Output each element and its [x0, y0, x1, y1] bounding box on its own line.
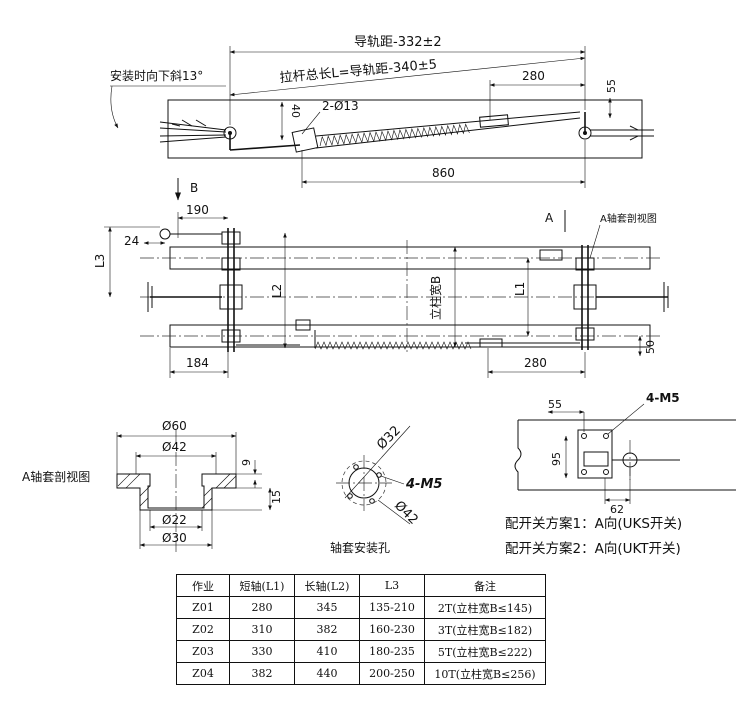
cell-l1: 382 [229, 662, 295, 685]
cell-l3: 135-210 [359, 596, 425, 619]
cell-job: Z04 [176, 662, 230, 685]
table-row: Z02 310 382 160-230 3T(立柱宽B≤182) [176, 618, 546, 641]
dim-50-front: 50 [644, 340, 657, 354]
switch-scheme-2: 配开关方案2：A向(UKT开关) [505, 541, 681, 557]
dim-40-top: 40 [289, 104, 302, 118]
dim-9: 9 [240, 459, 253, 466]
header-long-shaft: 长轴(L2) [294, 574, 360, 597]
header-short-shaft: 短轴(L1) [229, 574, 295, 597]
cell-remarks: 2T(立柱宽B≤145) [424, 596, 546, 619]
cell-l3: 180-235 [359, 640, 425, 663]
front-view: B A [93, 178, 669, 378]
dim-d42-section: Ø42 [162, 440, 187, 454]
table-header-row: 作业 短轴(L1) 长轴(L2) L3 备注 [176, 574, 546, 597]
cell-l2: 410 [294, 640, 360, 663]
rail-distance-label: 导轨距-332±2 [354, 35, 442, 50]
table-row: Z01 280 345 135-210 2T(立柱宽B≤145) [176, 596, 546, 619]
cell-l1: 330 [229, 640, 295, 663]
dim-d30: Ø30 [162, 531, 187, 545]
cell-l3: 200-250 [359, 662, 425, 685]
dim-15: 15 [270, 490, 283, 504]
dim-190: 190 [186, 203, 209, 217]
header-l3: L3 [359, 574, 425, 597]
section-title: A轴套剖视图 [22, 469, 90, 484]
header-remarks: 备注 [424, 574, 546, 597]
cell-l2: 345 [294, 596, 360, 619]
dim-l3: L3 [93, 254, 107, 268]
switch-scheme-1: 配开关方案1：A向(UKS开关) [505, 516, 683, 532]
hole-label: 2-Ø13 [322, 99, 359, 113]
cell-job: Z02 [176, 618, 230, 641]
cell-l1: 280 [229, 596, 295, 619]
cell-remarks: 5T(立柱宽B≤222) [424, 640, 546, 663]
dim-280-top: 280 [522, 69, 545, 83]
a-section-view: A轴套剖视图 Ø60 Ø42 Ø22 [22, 419, 283, 552]
incline-note: 安装时向下斜13° [110, 68, 203, 83]
dim-24: 24 [124, 234, 139, 248]
screws-m5-aview: 4-M5 [646, 391, 680, 405]
cell-l2: 440 [294, 662, 360, 685]
cell-job: Z01 [176, 596, 230, 619]
dim-280-front: 280 [524, 356, 547, 370]
spring-front [314, 341, 472, 350]
dim-95: 95 [550, 452, 563, 466]
dim-d22: Ø22 [162, 513, 187, 527]
top-view: 导轨距-332±2 拉杆总长L=导轨距-340±5 安装时向下斜13° 280 … [110, 35, 654, 188]
hole-caption: 轴套安装孔 [330, 540, 390, 555]
table-row: Z03 330 410 180-235 5T(立柱宽B≤222) [176, 640, 546, 663]
column-width-label: 立柱宽B [428, 276, 443, 320]
dim-184: 184 [186, 356, 209, 370]
dim-62: 62 [610, 503, 624, 516]
direction-b: B [190, 181, 198, 195]
hole-pattern-view: Ø32 Ø42 4-M5 轴套安装孔 [330, 423, 442, 555]
dim-l2: L2 [270, 284, 284, 298]
a-section-ref: A轴套剖视图 [600, 212, 657, 225]
table-row: Z04 382 440 200-250 10T(立柱宽B≤256) [176, 662, 546, 685]
dim-d60: Ø60 [162, 419, 187, 433]
cell-l2: 382 [294, 618, 360, 641]
direction-a: A [545, 211, 554, 225]
header-job: 作业 [176, 574, 230, 597]
spring-top [319, 123, 470, 147]
dim-l1: L1 [513, 282, 527, 296]
dim-d42-holes: Ø42 [391, 498, 421, 528]
cell-remarks: 3T(立柱宽B≤182) [424, 618, 546, 641]
cell-job: Z03 [176, 640, 230, 663]
cell-l1: 310 [229, 618, 295, 641]
cell-l3: 160-230 [359, 618, 425, 641]
dim-860: 860 [432, 166, 455, 180]
spec-table: 作业 短轴(L1) 长轴(L2) L3 备注 Z01 280 345 135-2… [176, 574, 546, 685]
cell-remarks: 10T(立柱宽B≤256) [424, 662, 546, 685]
dim-55-aview: 55 [548, 398, 562, 411]
a-view-frame [514, 419, 736, 491]
screws-m5-holes: 4-M5 [405, 477, 442, 492]
dim-55-top: 55 [605, 79, 618, 93]
sleeve-profile [116, 473, 237, 511]
rail-frame [167, 99, 643, 159]
a-direction-view: 55 4-M5 95 62 [514, 391, 736, 516]
dim-d32: Ø32 [374, 423, 404, 453]
